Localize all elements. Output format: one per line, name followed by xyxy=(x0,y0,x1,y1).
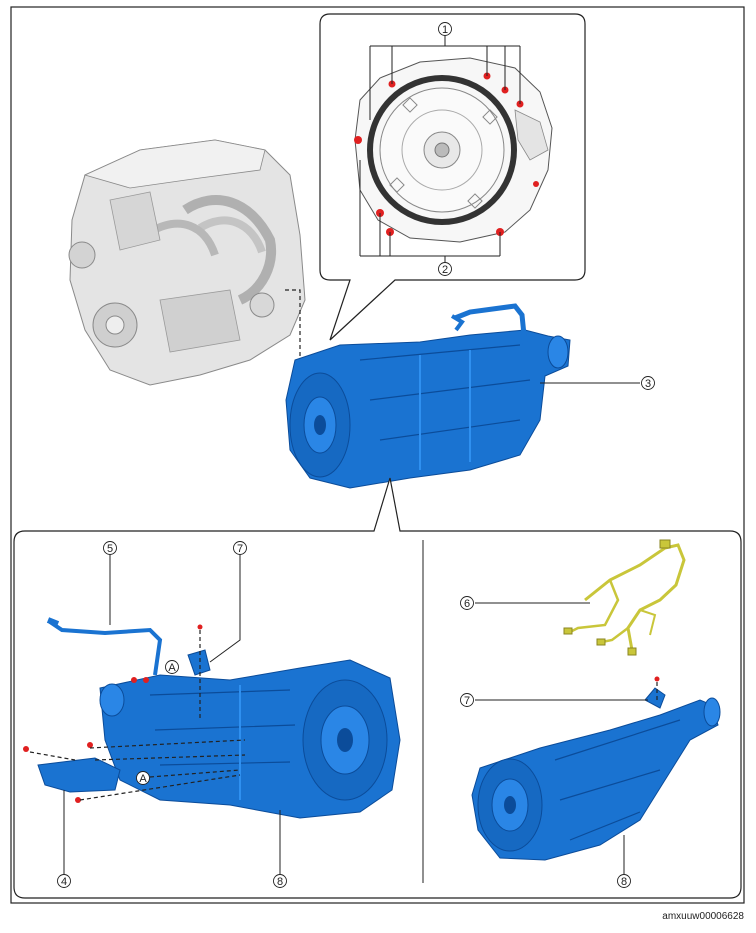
callout-2: 2 xyxy=(438,262,452,276)
lower-left-dashed-lines xyxy=(29,630,246,801)
svg-text:A: A xyxy=(139,773,147,785)
callout-1: 1 xyxy=(438,22,452,36)
part-4-bracket xyxy=(37,757,121,793)
transmission-left-view xyxy=(99,659,401,819)
callout-3: 3 xyxy=(540,376,655,390)
part-5-pipe xyxy=(46,617,163,676)
bellhousing-bolts xyxy=(354,72,539,236)
part-6-wiring-harness xyxy=(563,539,686,656)
callout-7-left: 7 xyxy=(209,541,247,663)
callout-8-right: 8 xyxy=(617,835,631,888)
callout-5: 5 xyxy=(103,541,117,625)
outer-frame xyxy=(10,6,745,904)
callout-4: 4 xyxy=(57,790,71,888)
svg-text:8: 8 xyxy=(621,876,627,888)
reference-a-marker-1: A xyxy=(165,660,179,674)
svg-text:2: 2 xyxy=(442,264,448,276)
callout-6: 6 xyxy=(460,596,590,610)
callout-8-left: 8 xyxy=(273,810,287,888)
lower-left-bolts xyxy=(23,624,203,803)
part-7-bracket-left xyxy=(187,649,211,676)
svg-text:8: 8 xyxy=(277,876,283,888)
engine-illustration xyxy=(68,139,306,386)
svg-text:A: A xyxy=(168,662,176,674)
callout-2-leaders xyxy=(359,160,501,262)
svg-text:7: 7 xyxy=(237,543,243,555)
document-code: amxuuw00006628 xyxy=(662,911,744,922)
engine-mating-dashed-line xyxy=(285,289,318,426)
svg-text:1: 1 xyxy=(442,24,448,36)
transmission-main xyxy=(285,303,571,489)
callout-7-right: 7 xyxy=(460,693,648,707)
transmission-right-view xyxy=(471,676,721,861)
svg-text:6: 6 xyxy=(464,598,470,610)
bellhousing-detail-bubble xyxy=(319,13,586,341)
svg-text:7: 7 xyxy=(464,695,470,707)
svg-text:4: 4 xyxy=(61,876,67,888)
callout-1-leaders xyxy=(369,36,521,120)
svg-text:5: 5 xyxy=(107,543,113,555)
svg-text:3: 3 xyxy=(645,378,651,390)
reference-a-marker-2: A xyxy=(136,771,150,785)
